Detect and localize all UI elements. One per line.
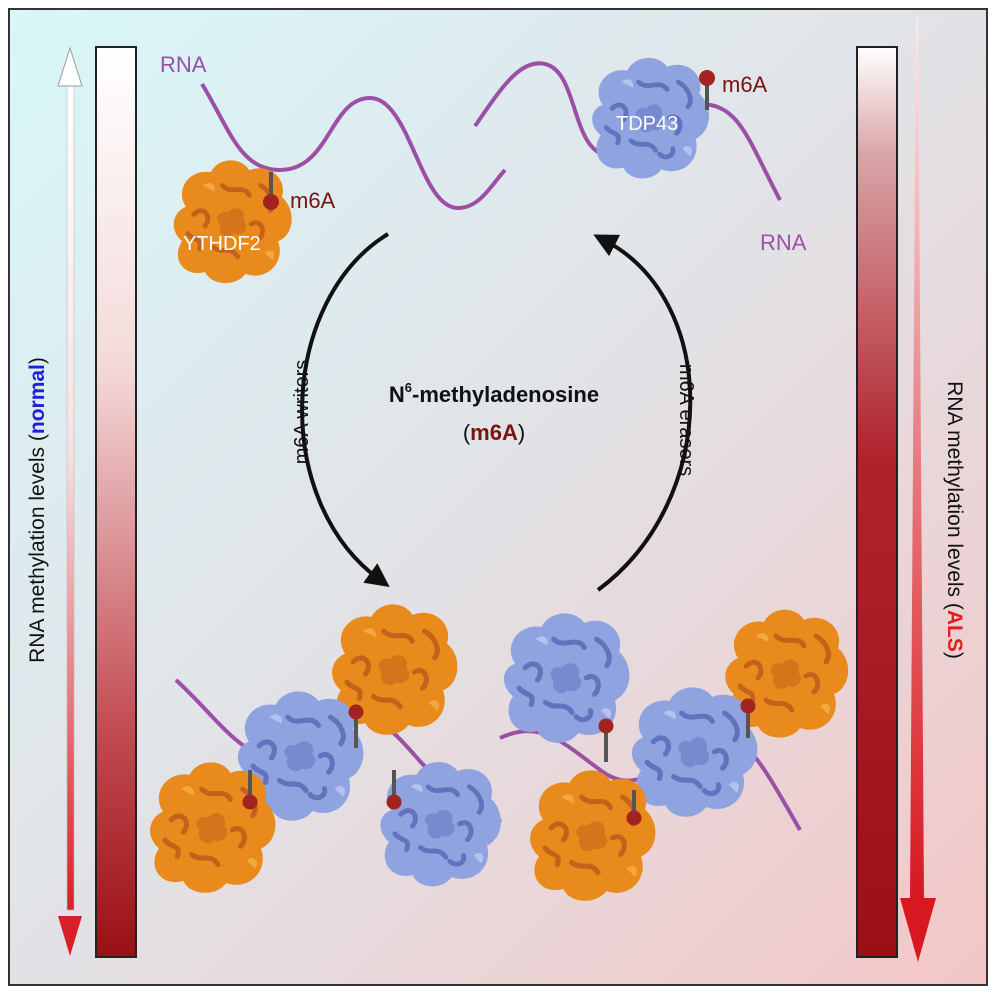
writers-label: m6A writers <box>291 360 313 464</box>
m6a-dot-bl-1-icon <box>348 704 364 720</box>
ythdf2-cluster-right-bottom-icon <box>530 770 655 900</box>
m6a-dot-bl-3-icon <box>386 794 402 810</box>
rna-strand-top-left <box>200 82 507 211</box>
erasers-label: m6A erasers <box>675 364 697 476</box>
m6a-dot-br-1-icon <box>598 718 614 734</box>
center-abbrev: (m6A) <box>463 420 525 445</box>
m6a-dot-br-3-icon <box>626 810 642 826</box>
m6a-dot-left-icon <box>263 194 279 210</box>
tdp43-label: TDP43 <box>616 113 678 135</box>
ythdf2-label: YTHDF2 <box>183 233 261 255</box>
m6a-dot-right-icon <box>699 70 715 86</box>
m6a-label-left: m6A <box>290 188 336 213</box>
rna-label-top-left: RNA <box>160 52 207 77</box>
ythdf2-cluster-left-bottom-icon <box>150 762 275 892</box>
right-down-arrow-icon <box>900 18 936 962</box>
ythdf2-protein-icon <box>174 160 292 283</box>
right-axis-label: RNA methylation levels (ALS) <box>943 381 966 659</box>
m6a-dot-bl-2-icon <box>242 794 258 810</box>
writers-arrow-icon <box>300 232 390 588</box>
m6a-label-right: m6A <box>722 72 768 97</box>
center-title: N6-methyladenosine <box>389 380 599 407</box>
left-axis-label: RNA methylation levels (normal) <box>26 357 49 663</box>
right-level-bar <box>856 46 898 958</box>
left-double-arrow-icon <box>57 46 83 956</box>
tdp43-cluster-right-icon <box>632 687 758 816</box>
erasers-arrow-icon <box>593 234 693 592</box>
rna-label-top-right: RNA <box>760 230 807 255</box>
m6a-dot-br-2-icon <box>740 698 756 714</box>
tdp43-cluster-left-right-icon <box>380 762 501 886</box>
left-level-bar <box>95 46 137 958</box>
